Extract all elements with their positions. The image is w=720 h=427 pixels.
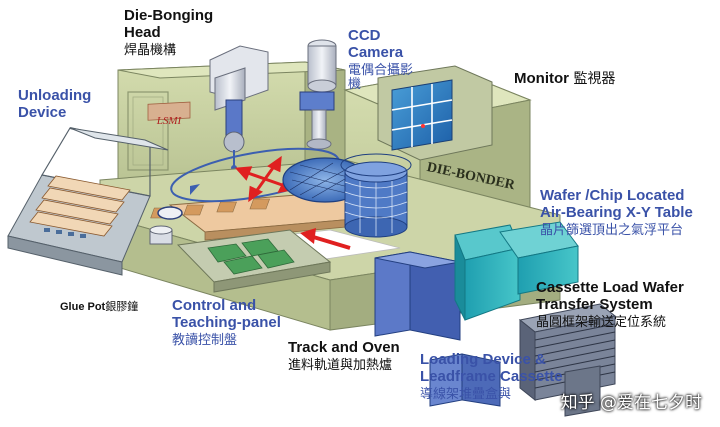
label-loading-zh: 導線架堆疊盒與 xyxy=(420,386,512,402)
unloading-device xyxy=(7,127,169,276)
label-control-panel: Control and Teaching-panel 教讀控制盤 xyxy=(172,297,281,348)
xy-table-teal xyxy=(454,221,579,321)
machine-logo-text: LSMI xyxy=(156,115,183,127)
watermark: 知乎 @爱在七夕时 xyxy=(560,393,702,413)
label-track-oven-en: Track and Oven xyxy=(288,339,400,356)
label-ccd-zh-line1: 電偶合攝影 xyxy=(348,62,414,78)
label-wafer-table: Wafer /Chip Located Air-Bearing X-Y Tabl… xyxy=(540,187,693,238)
label-die-bonding-head-line2: Head xyxy=(124,23,161,41)
label-control-line1: Control and xyxy=(172,297,257,314)
label-die-bonding-head-zh: 焊晶機構 xyxy=(124,42,177,58)
xy-arrows xyxy=(234,155,295,203)
label-ccd-line1: CCD xyxy=(348,27,381,44)
label-track-oven-zh: 進料軌道與加熱爐 xyxy=(288,357,393,373)
label-ccd-camera: CCD Camera 電偶合攝影 機 xyxy=(348,27,414,93)
label-glue-pot: Glue Pot銀膠鐘 xyxy=(60,297,138,315)
cassette-transfer-stack xyxy=(518,303,617,417)
label-wafer-table-line1: Wafer /Chip Located xyxy=(540,187,685,204)
label-glue-pot-en: Glue Pot xyxy=(60,301,106,313)
label-control-line2: Teaching-panel xyxy=(172,313,281,331)
label-unloading-line1: Unloading xyxy=(18,87,92,104)
label-loading-line2: Leadframe Cassette xyxy=(420,367,563,385)
feed-arrow xyxy=(300,228,351,250)
label-ccd-zh-line2: 機 xyxy=(348,77,362,93)
control-panel xyxy=(176,229,332,293)
label-cassette-line1: Cassette Load Wafer xyxy=(536,279,684,296)
monitor xyxy=(377,65,493,161)
die-bonding-head xyxy=(209,45,269,171)
label-die-bonding-head-line1: Die-Bonging xyxy=(124,7,214,24)
label-unloading-device: Unloading Device xyxy=(18,87,92,122)
label-loading-device: Loading Device & Leadframe Cassette 導線架堆… xyxy=(420,351,563,402)
label-ccd-line2: Camera xyxy=(348,43,404,61)
label-monitor: Monitor 監視器 xyxy=(514,70,615,88)
label-control-zh: 教讀控制盤 xyxy=(172,332,238,348)
label-loading-line1: Loading Device & xyxy=(420,351,546,368)
label-wafer-table-line2: Air-Bearing X-Y Table xyxy=(540,203,693,221)
machine-logo: LSMI xyxy=(147,101,191,127)
label-track-oven: Track and Oven 進料軌道與加熱爐 xyxy=(288,339,400,373)
monitor-dot xyxy=(421,124,425,128)
label-monitor-en: Monitor xyxy=(514,70,569,87)
label-cassette-transfer: Cassette Load Wafer Transfer System 晶圓框架… xyxy=(536,279,684,330)
ccd-camera xyxy=(299,39,337,150)
wafer-cylinder xyxy=(340,153,412,238)
glue-pot xyxy=(149,206,183,245)
label-wafer-table-zh: 晶片篩選頂出之氣浮平台 xyxy=(540,222,684,238)
label-die-bonding-head: Die-Bonging Head 焊晶機構 xyxy=(124,7,214,58)
label-monitor-zh: 監視器 xyxy=(573,71,616,87)
label-unloading-line2: Device xyxy=(18,103,67,121)
label-cassette-zh: 晶圓框架輸送定位系統 xyxy=(536,314,667,330)
label-cassette-line2: Transfer System xyxy=(536,295,653,313)
label-glue-pot-zh: 銀膠鐘 xyxy=(105,300,139,313)
loading-device xyxy=(374,251,501,407)
